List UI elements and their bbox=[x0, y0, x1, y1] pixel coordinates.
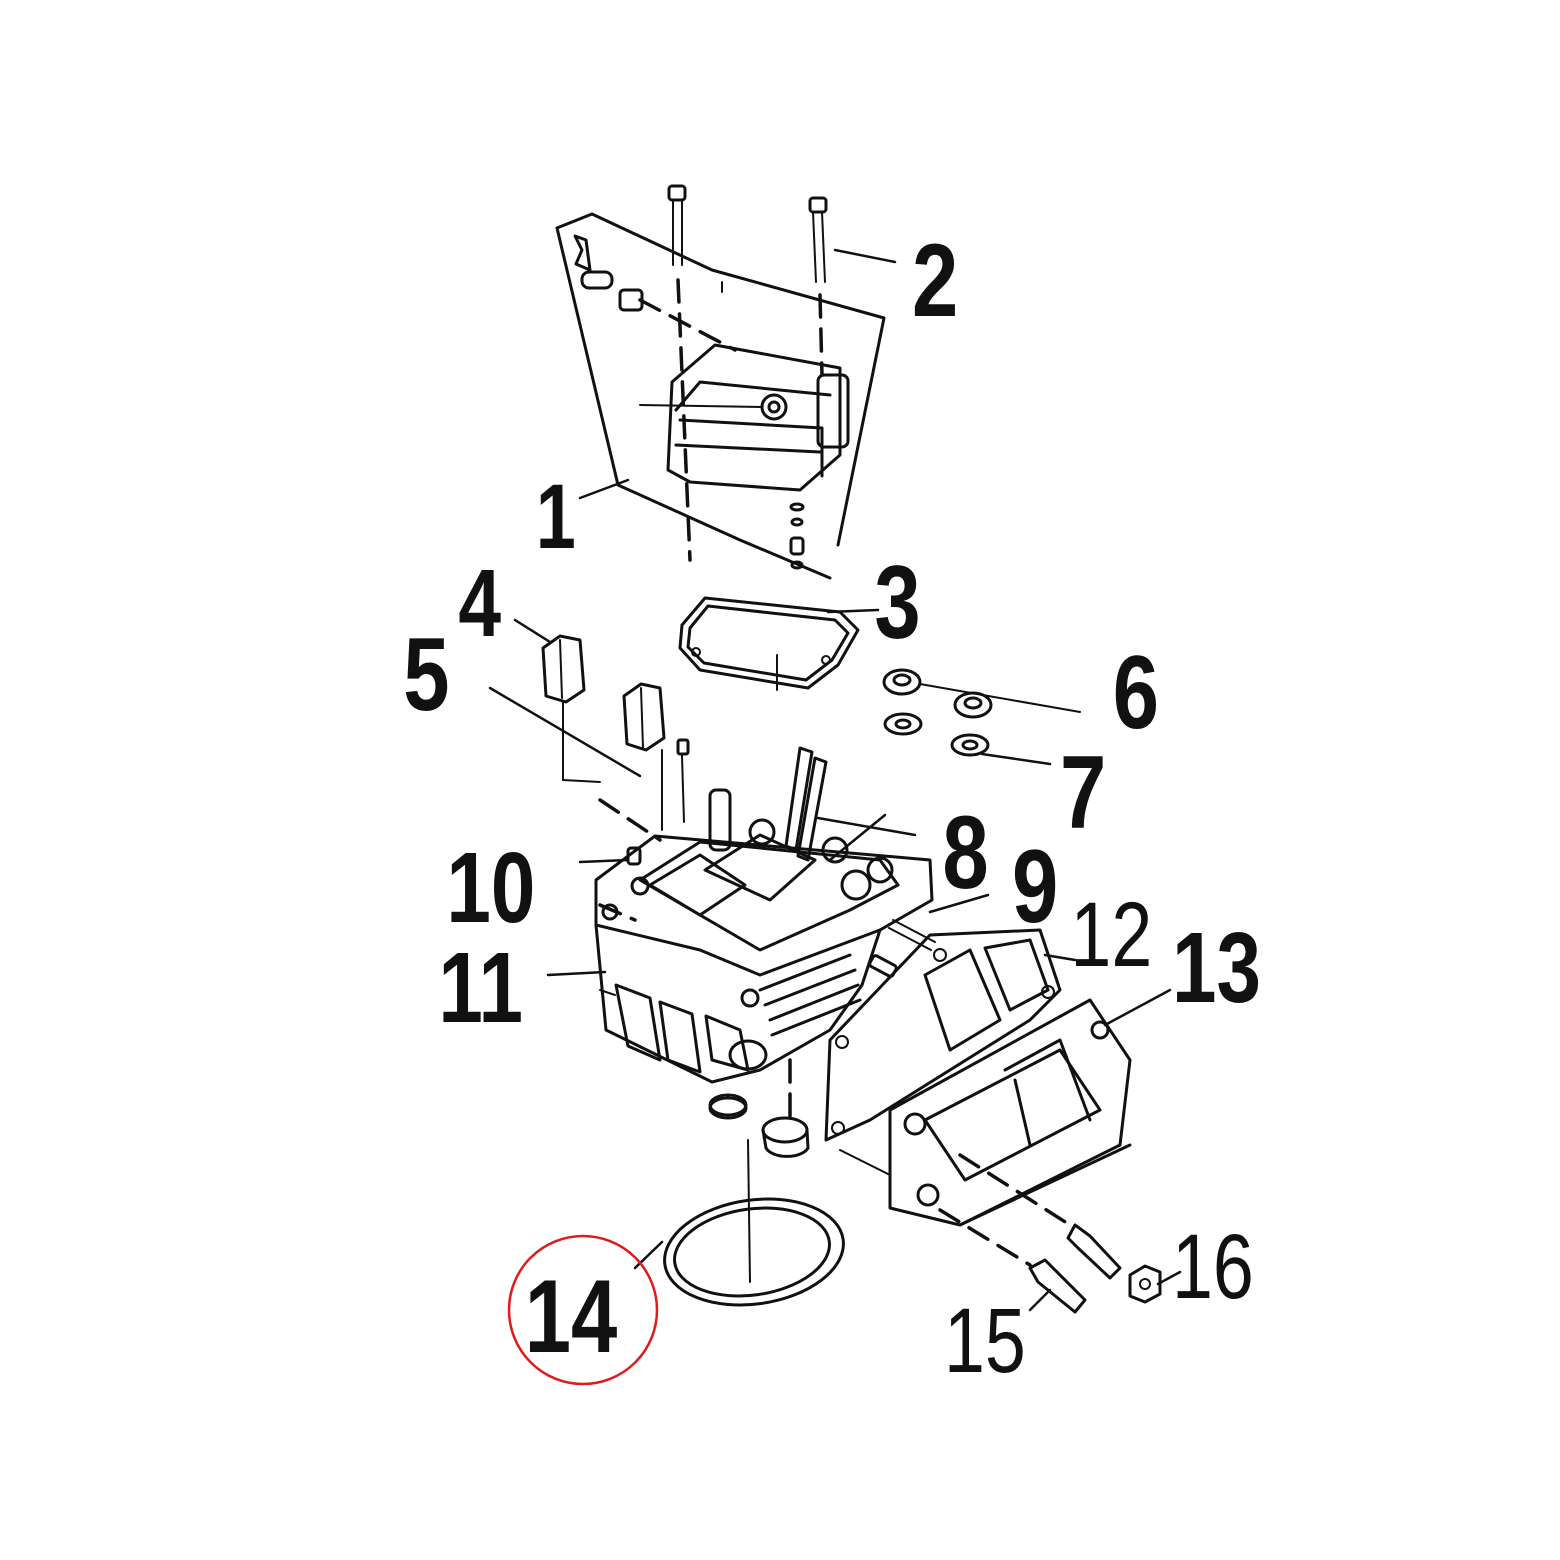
part-5-cap bbox=[598, 682, 690, 842]
label-3: 3 bbox=[874, 544, 920, 660]
part-15-stud-lower bbox=[938, 1208, 1087, 1314]
label-10: 10 bbox=[446, 833, 535, 945]
part-2-bolt-left bbox=[667, 184, 692, 562]
part-number-labels: 1 2 3 4 5 6 7 8 9 10 11 12 13 14 15 16 bbox=[403, 222, 1261, 1392]
label-1: 1 bbox=[536, 465, 576, 568]
label-14: 14 bbox=[525, 1258, 618, 1374]
part-2-bolt-right bbox=[808, 196, 828, 377]
label-16: 16 bbox=[1172, 1215, 1254, 1318]
part-3-cover-gasket bbox=[678, 596, 860, 691]
part-14-head-gasket bbox=[663, 1139, 845, 1307]
label-13: 13 bbox=[1172, 913, 1261, 1025]
label-8: 8 bbox=[942, 794, 988, 910]
part-12-gasket bbox=[824, 928, 1062, 1142]
part-14-o-rings bbox=[708, 1093, 810, 1158]
part-1-breather-pin bbox=[573, 234, 723, 312]
part-7-washer-left bbox=[883, 712, 923, 736]
part-9-stud bbox=[868, 919, 936, 978]
part-6-nut-left bbox=[882, 668, 1081, 713]
part-11-cylinder-head bbox=[594, 818, 934, 1122]
part-1-cover-outline bbox=[555, 212, 886, 580]
part-10-plug bbox=[626, 846, 642, 866]
label-9: 9 bbox=[1012, 828, 1058, 944]
label-11: 11 bbox=[438, 933, 523, 1045]
label-4: 4 bbox=[458, 550, 501, 657]
part-15-stud-upper bbox=[958, 1153, 1122, 1280]
part-13-manifold bbox=[839, 998, 1132, 1227]
part-6-nut-right bbox=[953, 691, 993, 719]
label-6: 6 bbox=[1113, 634, 1159, 750]
label-2: 2 bbox=[912, 222, 958, 338]
part-7-washer-right bbox=[950, 733, 990, 757]
part-4-cap bbox=[541, 634, 601, 783]
part-16-nut bbox=[1128, 1264, 1162, 1304]
label-7: 7 bbox=[1060, 734, 1106, 850]
label-15: 15 bbox=[944, 1289, 1026, 1392]
highlight-circle-14 bbox=[507, 1234, 659, 1386]
label-5: 5 bbox=[403, 616, 449, 732]
part-1-drain-screw bbox=[789, 502, 805, 570]
part-1-rocker-cover bbox=[638, 298, 850, 492]
label-12: 12 bbox=[1070, 883, 1152, 986]
